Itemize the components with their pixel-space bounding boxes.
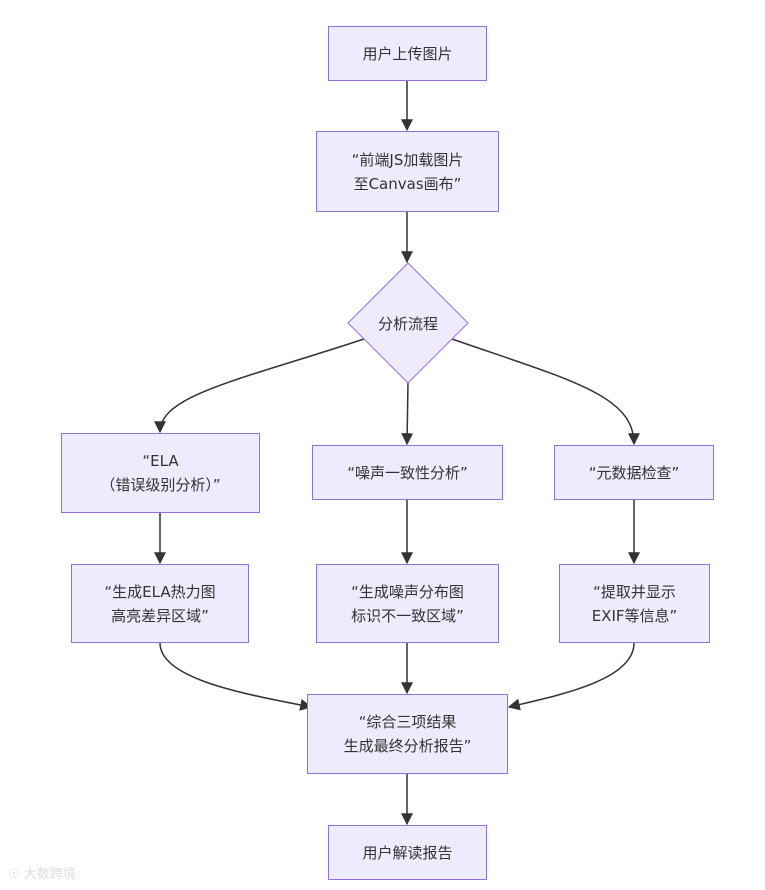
edge-elaheat-combine bbox=[159, 642, 313, 711]
watermark: ☉ 大数跨境 bbox=[8, 863, 76, 882]
node-read: 用户解读报告 bbox=[328, 825, 487, 880]
flow-diamond-shape bbox=[347, 262, 469, 384]
node-flow-label: 分析流程 bbox=[377, 314, 438, 333]
node-exif-label: “提取并显示 EXIF等信息” bbox=[591, 582, 678, 625]
node-noise-label: “噪声一致性分析” bbox=[347, 463, 468, 482]
node-ela-label: “ELA （错误级别分析）” bbox=[100, 452, 221, 494]
node-ela-heat-label: “生成ELA热力图 高亮差异区域” bbox=[104, 582, 216, 625]
node-flow: 分析流程 bbox=[348, 263, 468, 383]
node-noise-map: “生成噪声分布图 标识不一致区域” bbox=[316, 564, 499, 643]
node-load-label: “前端JS加载图片 至Canvas画布” bbox=[351, 150, 464, 193]
edge-flow-ela bbox=[154, 338, 365, 434]
logo-icon: ☉ bbox=[8, 867, 20, 882]
node-combine-label: “综合三项结果 生成最终分析报告” bbox=[343, 713, 472, 755]
node-meta-label: “元数据检查” bbox=[588, 463, 680, 482]
node-ela: “ELA （错误级别分析）” bbox=[61, 433, 260, 513]
node-combine: “综合三项结果 生成最终分析报告” bbox=[307, 694, 508, 774]
edge-exif-combine bbox=[507, 642, 635, 711]
node-noise: “噪声一致性分析” bbox=[312, 445, 503, 500]
node-upload: 用户上传图片 bbox=[328, 26, 487, 81]
watermark-text: 大数跨境 bbox=[23, 867, 76, 882]
node-meta: “元数据检查” bbox=[554, 445, 714, 500]
node-read-label: 用户解读报告 bbox=[362, 843, 453, 862]
node-upload-label: 用户上传图片 bbox=[362, 44, 453, 63]
edge-flow-noise bbox=[401, 381, 414, 446]
node-ela-heat: “生成ELA热力图 高亮差异区域” bbox=[71, 564, 249, 643]
edge-flow-meta bbox=[451, 338, 640, 446]
node-load: “前端JS加载图片 至Canvas画布” bbox=[316, 131, 499, 212]
node-noise-map-label: “生成噪声分布图 标识不一致区域” bbox=[351, 582, 464, 625]
node-exif: “提取并显示 EXIF等信息” bbox=[559, 564, 710, 643]
